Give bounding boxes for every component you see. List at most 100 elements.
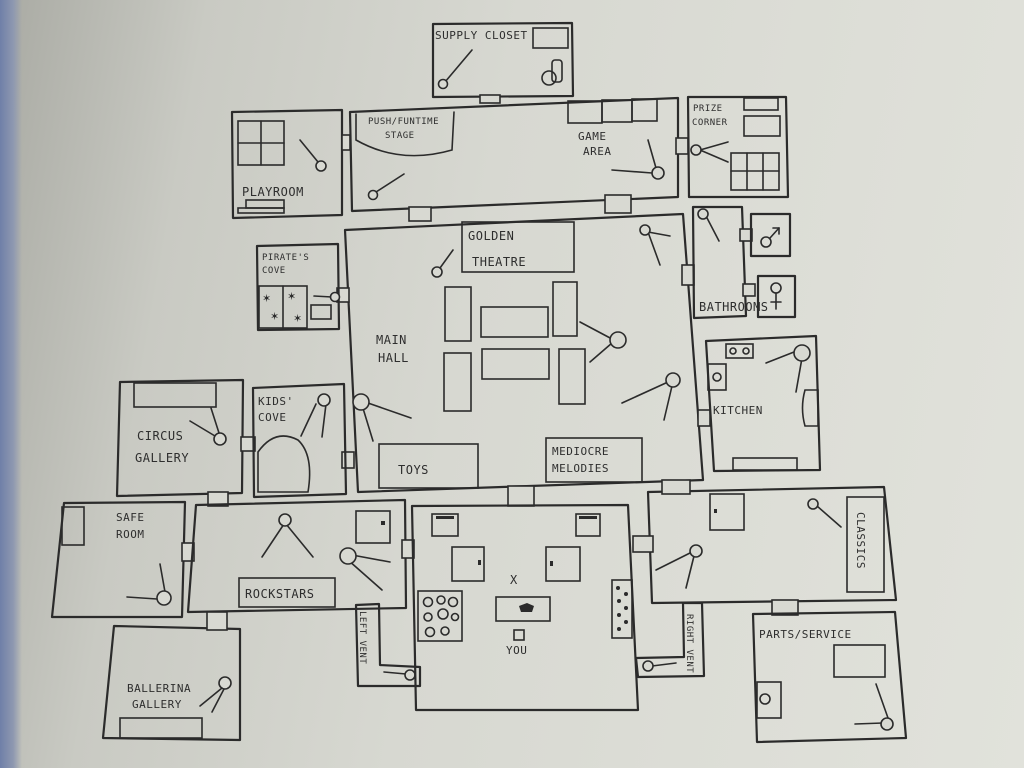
camera-icon[interactable] — [437, 49, 473, 90]
camera-icon[interactable] — [807, 498, 842, 528]
room-stage-and-game-area[interactable]: PUSH/FUNTIME STAGE GAME AREA — [348, 96, 680, 213]
fridge-icon — [801, 389, 819, 427]
player-marker-icon: X — [510, 573, 518, 587]
camera-icon[interactable] — [383, 669, 416, 681]
supply-closet-label: SUPPLY CLOSET — [435, 29, 528, 42]
door-panel-right[interactable] — [545, 546, 581, 582]
golden-theatre-label-line1: GOLDEN — [468, 229, 514, 243]
ballerina-gallery-label-line2: GALLERY — [132, 698, 182, 711]
ballerina-gallery-label-line1: BALLERINA — [127, 682, 191, 695]
room-playroom[interactable]: PLAYROOM — [230, 108, 344, 220]
camera-icon[interactable] — [189, 407, 227, 446]
room-bathrooms[interactable]: BATHROOMS — [691, 205, 769, 320]
camera-icon[interactable] — [313, 291, 341, 303]
room-kitchen[interactable]: KITCHEN — [704, 334, 822, 473]
door-game-main — [604, 194, 632, 214]
female-symbol-icon — [770, 282, 782, 310]
room-main-hall[interactable]: GOLDEN THEATRE MAIN HALL — [343, 212, 705, 494]
room-prize-corner[interactable]: PRIZE CORNER — [686, 95, 790, 199]
parts-rack-icon — [756, 681, 782, 719]
door-playroom — [341, 134, 351, 151]
arcade-cabinets — [567, 98, 658, 124]
right-vent-label: RIGHT VENT — [684, 614, 694, 673]
door-panel-left[interactable] — [451, 546, 485, 582]
control-panel-left[interactable] — [417, 590, 463, 642]
counter-icon — [732, 457, 798, 471]
camera-icon[interactable] — [655, 544, 703, 589]
camera-icon[interactable] — [431, 249, 454, 278]
camera-icon[interactable] — [126, 563, 172, 606]
desk-icon[interactable] — [495, 596, 551, 622]
mediocre-melodies-label-line1: MEDIOCRE — [552, 445, 609, 458]
table-icon — [310, 304, 332, 320]
svg-text:✶: ✶ — [293, 312, 302, 325]
camera-icon[interactable] — [199, 676, 232, 713]
camera-icon[interactable] — [367, 173, 405, 201]
toys-label: TOYS — [398, 463, 429, 477]
camera-icon[interactable] — [339, 547, 391, 591]
classics-label: CLASSICS — [854, 512, 867, 569]
door-main-kitchen — [697, 409, 711, 427]
camera-icon[interactable] — [639, 224, 671, 266]
room-kids-cove[interactable]: KIDS' COVE — [251, 382, 348, 499]
camera-icon[interactable] — [690, 141, 729, 163]
camera-icon[interactable] — [765, 344, 811, 393]
room-rockstars[interactable]: ROCKSTARS — [186, 498, 408, 614]
camera-icon[interactable] — [854, 683, 894, 731]
circus-gallery-label-line2: GALLERY — [135, 451, 189, 465]
safe-door-icon — [355, 510, 391, 544]
camera-icon[interactable] — [300, 393, 331, 438]
door-circus-rockstars — [207, 491, 229, 507]
room-classics[interactable]: CLASSICS — [646, 485, 898, 605]
camera-icon[interactable] — [621, 372, 681, 421]
kitchen-label: KITCHEN — [713, 404, 763, 417]
camera-icon[interactable] — [352, 393, 412, 442]
golden-theatre-label-line2: THEATRE — [472, 255, 526, 269]
door-main-office — [507, 485, 535, 507]
main-hall-label-line1: MAIN — [376, 333, 407, 347]
desk-edge — [0, 0, 22, 768]
camera-icon[interactable] — [697, 208, 720, 242]
stage-label-line2: STAGE — [385, 131, 415, 141]
camera-icon[interactable] — [642, 660, 677, 672]
door-womens-room — [742, 283, 756, 297]
svg-text:✶: ✶ — [270, 310, 279, 323]
camera-icon[interactable] — [261, 513, 314, 558]
stage-label-line1: PUSH/FUNTIME — [368, 117, 439, 127]
camera-icon[interactable] — [611, 139, 665, 180]
you-label: YOU — [506, 644, 527, 657]
playroom-label: PLAYROOM — [242, 185, 304, 199]
bathrooms-label: BATHROOMS — [699, 300, 769, 314]
sink-icon — [707, 363, 727, 391]
door-classics-parts — [771, 599, 799, 616]
right-vent[interactable]: RIGHT VENT — [634, 601, 706, 679]
womens-room[interactable] — [756, 274, 797, 319]
main-hall-label-line2: HALL — [378, 351, 409, 365]
door-office-classics — [632, 535, 654, 553]
camera-icon[interactable] — [579, 321, 627, 363]
safe-door-icon — [709, 493, 745, 531]
room-office[interactable]: X YOU — [410, 503, 640, 712]
room-supply-closet[interactable]: SUPPLY CLOSET — [431, 21, 575, 99]
door-safe-rockstars — [181, 542, 195, 562]
kids-cove-label-line2: COVE — [258, 411, 287, 424]
prize-shelf-icon — [730, 152, 780, 191]
camera-icon[interactable] — [299, 139, 327, 172]
svg-text:✶: ✶ — [287, 290, 296, 303]
room-pirates-cove[interactable]: PIRATE'S COVE ✶ ✶ ✶ ✶ — [255, 242, 341, 332]
control-panel-right[interactable] — [611, 579, 633, 639]
prize-corner-label-line2: CORNER — [692, 118, 728, 128]
stove-icon — [725, 343, 754, 359]
parts-service-label: PARTS/SERVICE — [759, 628, 852, 641]
mens-room[interactable] — [749, 212, 792, 258]
room-circus-gallery[interactable]: CIRCUS GALLERY — [115, 378, 245, 498]
door-supply-closet — [479, 94, 501, 104]
prize-corner-label-line1: PRIZE — [693, 104, 723, 114]
mediocre-melodies-label-line2: MELODIES — [552, 462, 609, 475]
pirates-cove-label-line1: PIRATE'S — [262, 253, 309, 263]
left-vent[interactable]: LEFT VENT — [354, 602, 422, 688]
room-safe-room[interactable]: SAFE ROOM — [50, 500, 187, 619]
room-ballerina-gallery[interactable]: BALLERINA GALLERY — [101, 624, 242, 742]
room-parts-service[interactable]: PARTS/SERVICE — [751, 610, 908, 744]
